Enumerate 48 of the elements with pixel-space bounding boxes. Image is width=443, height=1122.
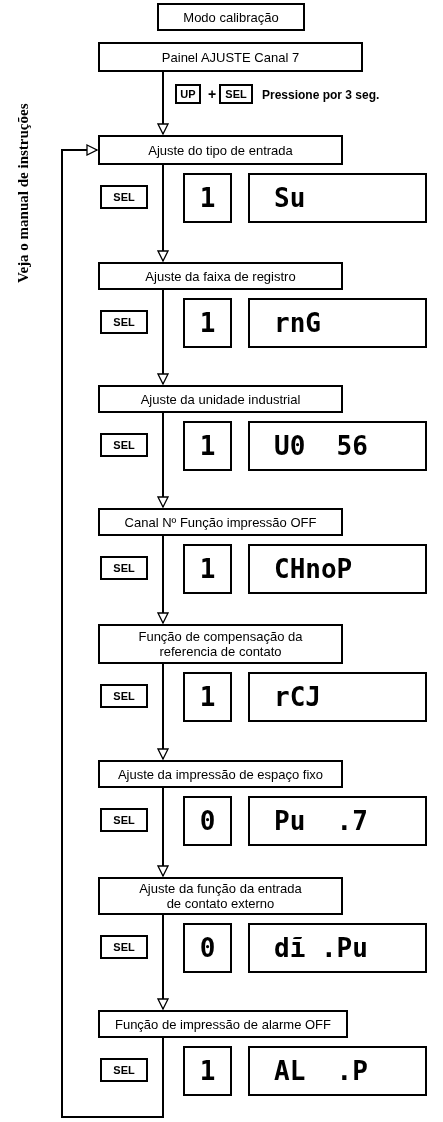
plus-sign: +: [208, 85, 217, 104]
step-title-box: Ajuste da unidade industrial: [98, 385, 343, 413]
key-button: SEL: [100, 310, 148, 334]
step-title-box: Ajuste da faixa de registro: [98, 262, 343, 290]
flow-arrow: [157, 289, 169, 385]
step-title-box: Função de impressão de alarme OFF: [98, 1010, 348, 1038]
segment-display: CHnoP: [248, 544, 427, 594]
channel-display: 0: [183, 796, 232, 846]
flow-arrow: [157, 535, 169, 624]
step-title-box: Painel AJUSTE Canal 7: [98, 42, 363, 72]
segment-display: Su: [248, 173, 427, 223]
segment-display: U0 56: [248, 421, 427, 471]
flow-arrow: [157, 164, 169, 262]
instruction-text: Pressione por 3 seg.: [262, 87, 380, 104]
step-title-box: Ajuste do tipo de entrada: [98, 135, 343, 165]
channel-display: 0: [183, 923, 232, 973]
key-button: SEL: [100, 1058, 148, 1082]
flow-arrow: [157, 412, 169, 508]
segment-display: rCJ: [248, 672, 427, 722]
segment-display: dĩ .Pu: [248, 923, 427, 973]
step-title-box: Função de compensação da referencia de contato: [98, 624, 343, 664]
step-title-box: Canal Nº Função impressão OFF: [98, 508, 343, 536]
channel-display: 1: [183, 298, 232, 348]
channel-display: 1: [183, 1046, 232, 1096]
flow-arrow: [157, 914, 169, 1010]
channel-display: 1: [183, 421, 232, 471]
segment-display: rnG: [248, 298, 427, 348]
segment-display: AL .P: [248, 1046, 427, 1096]
step-title-box: Ajuste da impressão de espaço fixo: [98, 760, 343, 788]
key-button: SEL: [100, 556, 148, 580]
segment-display: Pu .7: [248, 796, 427, 846]
vertical-note: Veja o manual de instruções: [13, 102, 32, 285]
step-title-box: Ajuste da função da entrada de contato externo: [98, 877, 343, 915]
key-button: UP: [175, 84, 201, 104]
channel-display: 1: [183, 544, 232, 594]
key-button: SEL: [100, 808, 148, 832]
flow-arrow: [157, 787, 169, 877]
key-button: SEL: [100, 935, 148, 959]
key-button: SEL: [100, 185, 148, 209]
flow-arrow: [157, 663, 169, 760]
key-button: SEL: [100, 433, 148, 457]
key-button: SEL: [219, 84, 253, 104]
flow-arrow: [61, 144, 164, 1118]
channel-display: 1: [183, 173, 232, 223]
key-button: SEL: [100, 684, 148, 708]
channel-display: 1: [183, 672, 232, 722]
flow-arrow: [157, 71, 169, 135]
step-title-box: Modo calibração: [157, 3, 305, 31]
